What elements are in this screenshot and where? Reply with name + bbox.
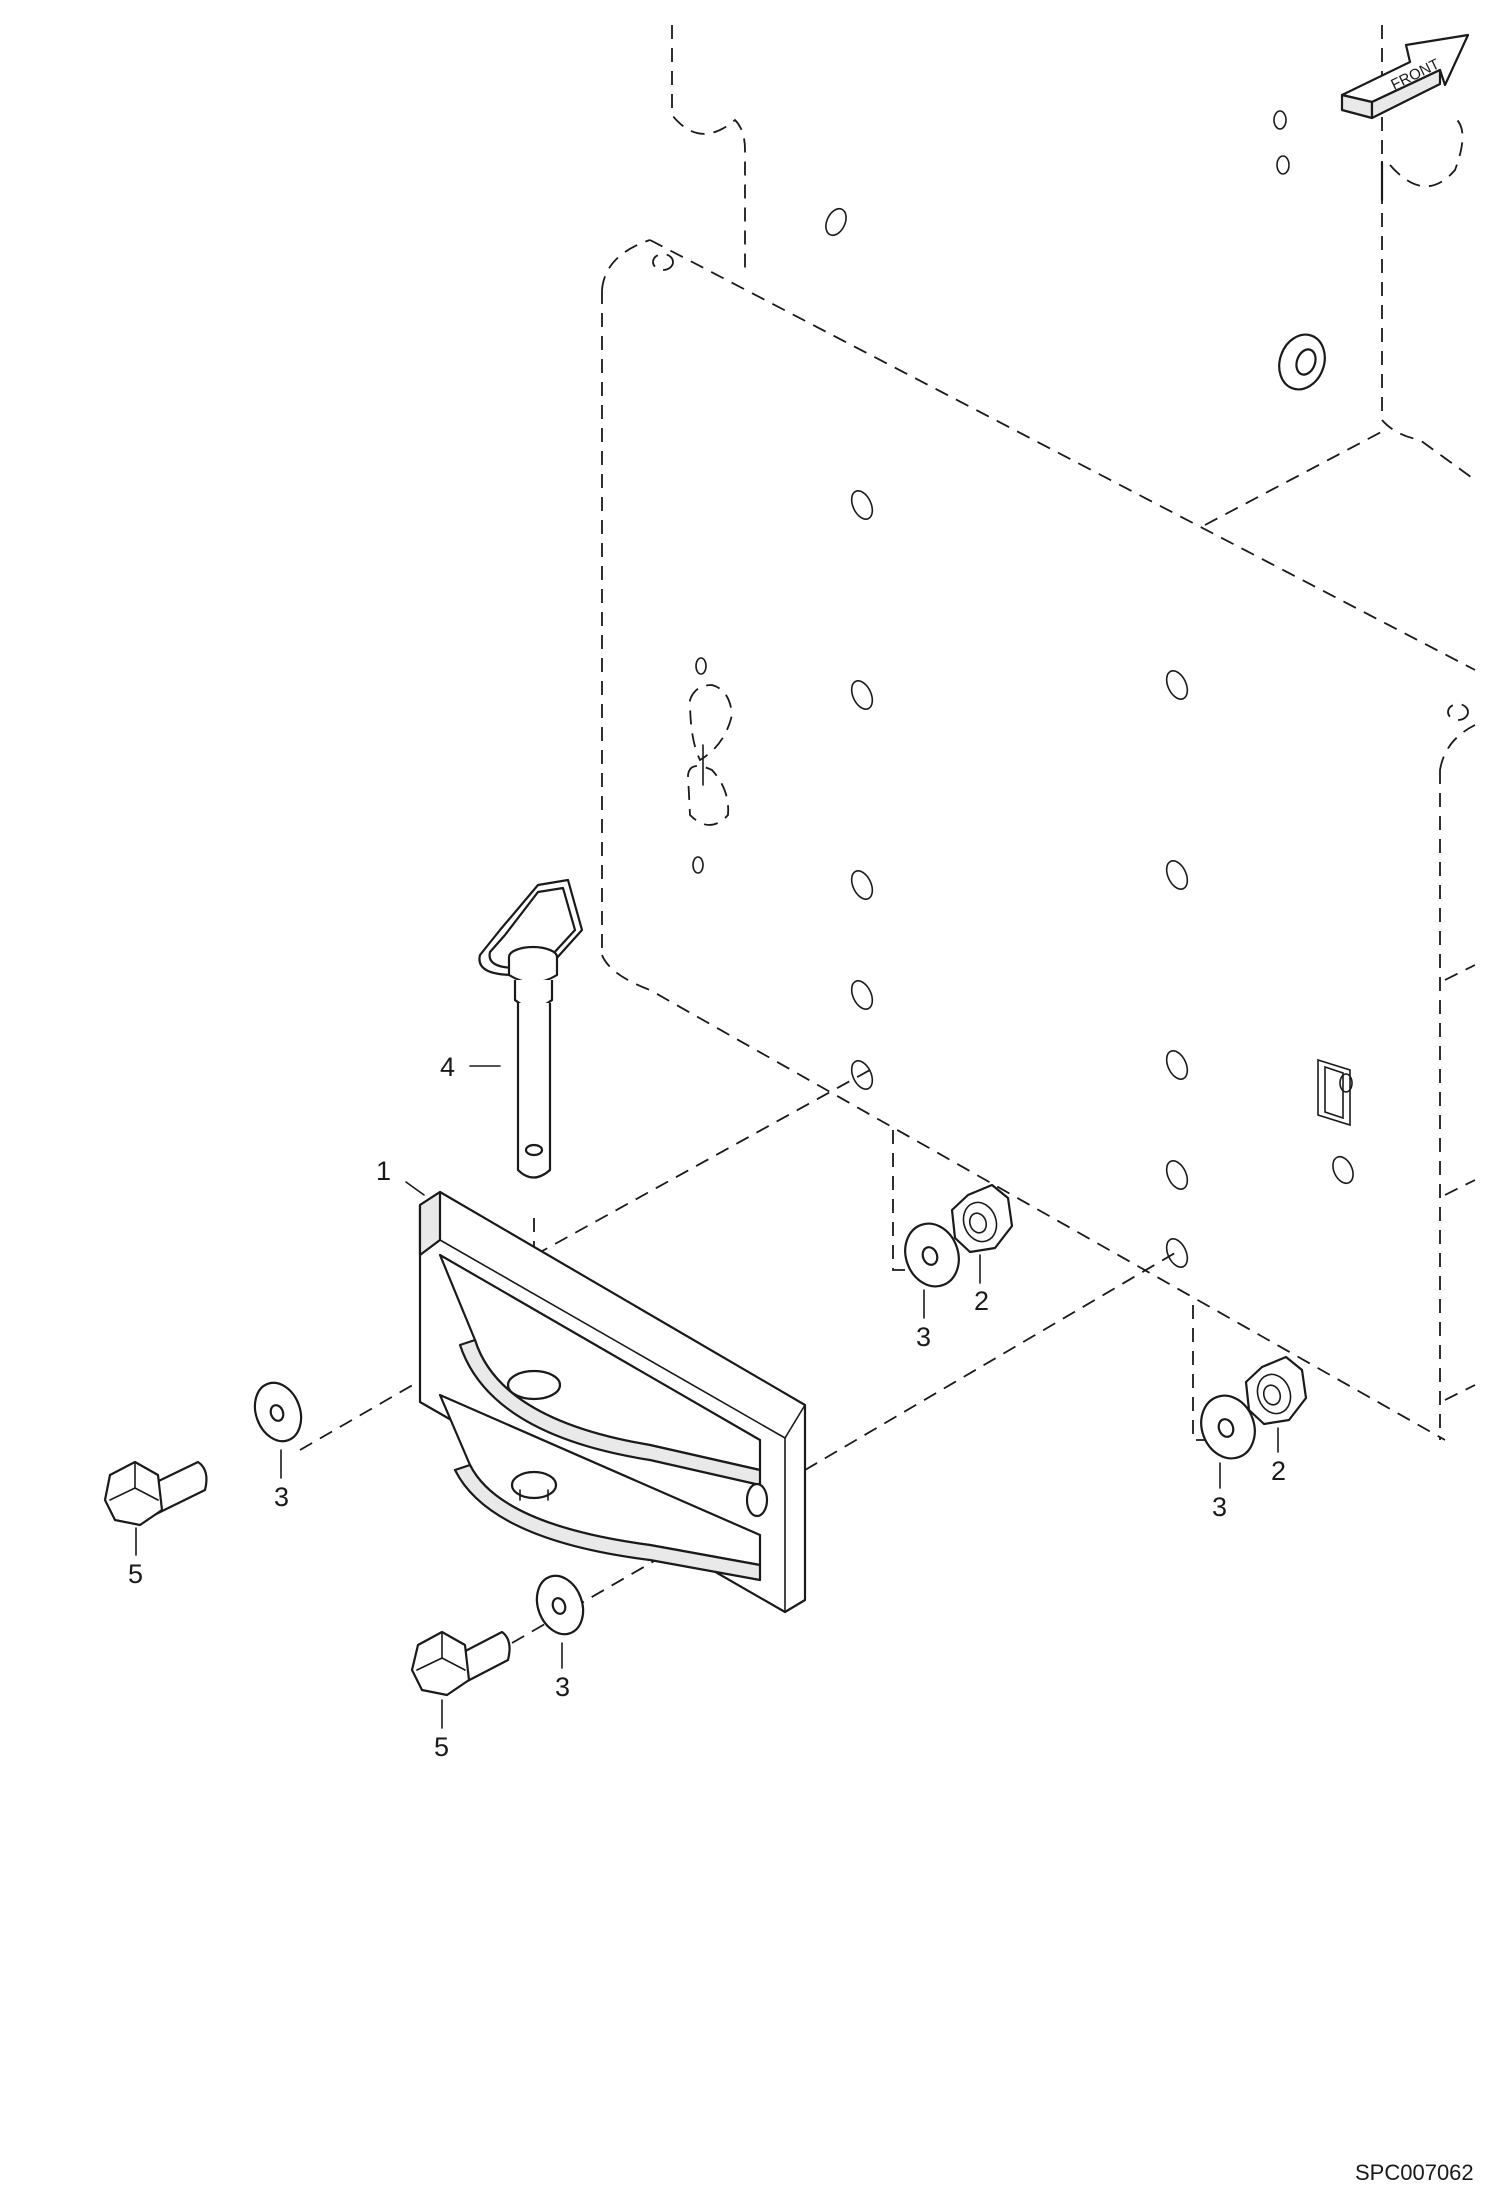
bolt-part-5-b [410,1630,511,1697]
callout-3-a: 3 [916,1322,931,1352]
drawing-code: SPC007062 [1355,2160,1474,2185]
washer-nut-set-a [904,1183,1014,1288]
washer-left-b [535,1574,585,1636]
lock-pin-part-4 [478,878,584,1179]
callout-5-b: 5 [434,1732,449,1762]
washer-left-a [253,1381,303,1443]
callout-1: 1 [376,1156,391,1186]
plate-holes [687,110,1354,1268]
callout-labels: 1 4 2 3 2 3 3 5 3 5 [128,1052,1286,1762]
callout-3-b: 3 [1212,1492,1227,1522]
callout-3-c: 3 [274,1482,289,1512]
callout-3-d: 3 [555,1672,570,1702]
leader-lines [135,1065,1279,1729]
callout-5-a: 5 [128,1559,143,1589]
callout-2-a: 2 [974,1286,989,1316]
callout-4: 4 [440,1052,455,1082]
bolt-part-5-a [103,1460,208,1527]
front-direction-arrow: FRONT [1340,33,1470,202]
frame-plate [601,25,1476,1441]
bracket-part-1 [418,1190,807,1614]
washer-nut-set-b [1200,1355,1308,1460]
callout-2-b: 2 [1271,1456,1286,1486]
